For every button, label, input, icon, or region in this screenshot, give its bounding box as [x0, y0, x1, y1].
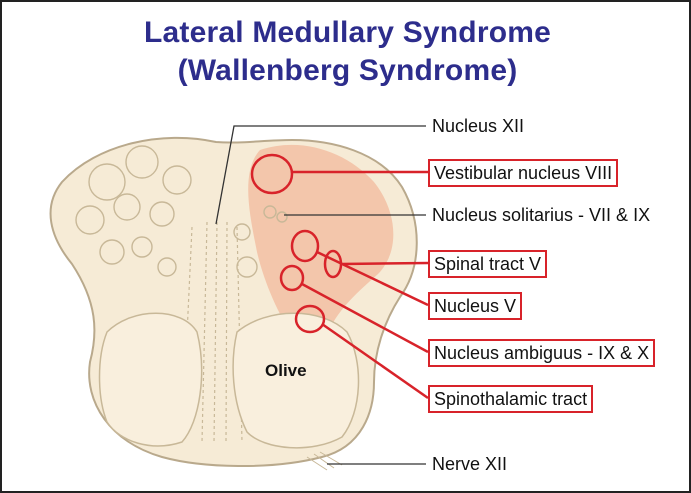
vestibular-marker	[250, 153, 294, 195]
leader-lines	[215, 125, 426, 465]
label-vestibular-nucleus: Vestibular nucleus VIII	[428, 159, 619, 187]
midline-raphe	[181, 221, 243, 443]
ambiguus-marker	[279, 264, 305, 292]
slide-subtitle: (Wallenberg Syndrome)	[177, 54, 518, 87]
lesion-area	[248, 144, 394, 346]
label-nucleus-xii: Nucleus XII	[432, 116, 525, 136]
olive-label: Olive	[265, 361, 307, 380]
label-spinal-tract-v: Spinal tract V	[428, 250, 548, 278]
label-nucleus-ambiguus: Nucleus ambiguus - IX & X	[428, 339, 656, 367]
spinothalamic-marker	[294, 304, 326, 334]
olive-shape	[232, 312, 360, 449]
red-leader-lines	[291, 170, 429, 400]
label-nucleus-v: Nucleus V	[428, 292, 523, 320]
label-nerve-xii: Nerve XII	[432, 454, 508, 474]
nerve-xii-rootlets	[306, 451, 343, 471]
inner-nuclei	[75, 145, 288, 278]
label-nucleus-solitarius: Nucleus solitarius - VII & IX	[432, 205, 651, 225]
slide-title: Lateral Medullary Syndrome	[144, 16, 551, 49]
pyramid-left	[98, 312, 203, 447]
label-spinothalamic-tract: Spinothalamic tract	[428, 385, 594, 413]
nucleus-v-marker	[290, 229, 320, 263]
